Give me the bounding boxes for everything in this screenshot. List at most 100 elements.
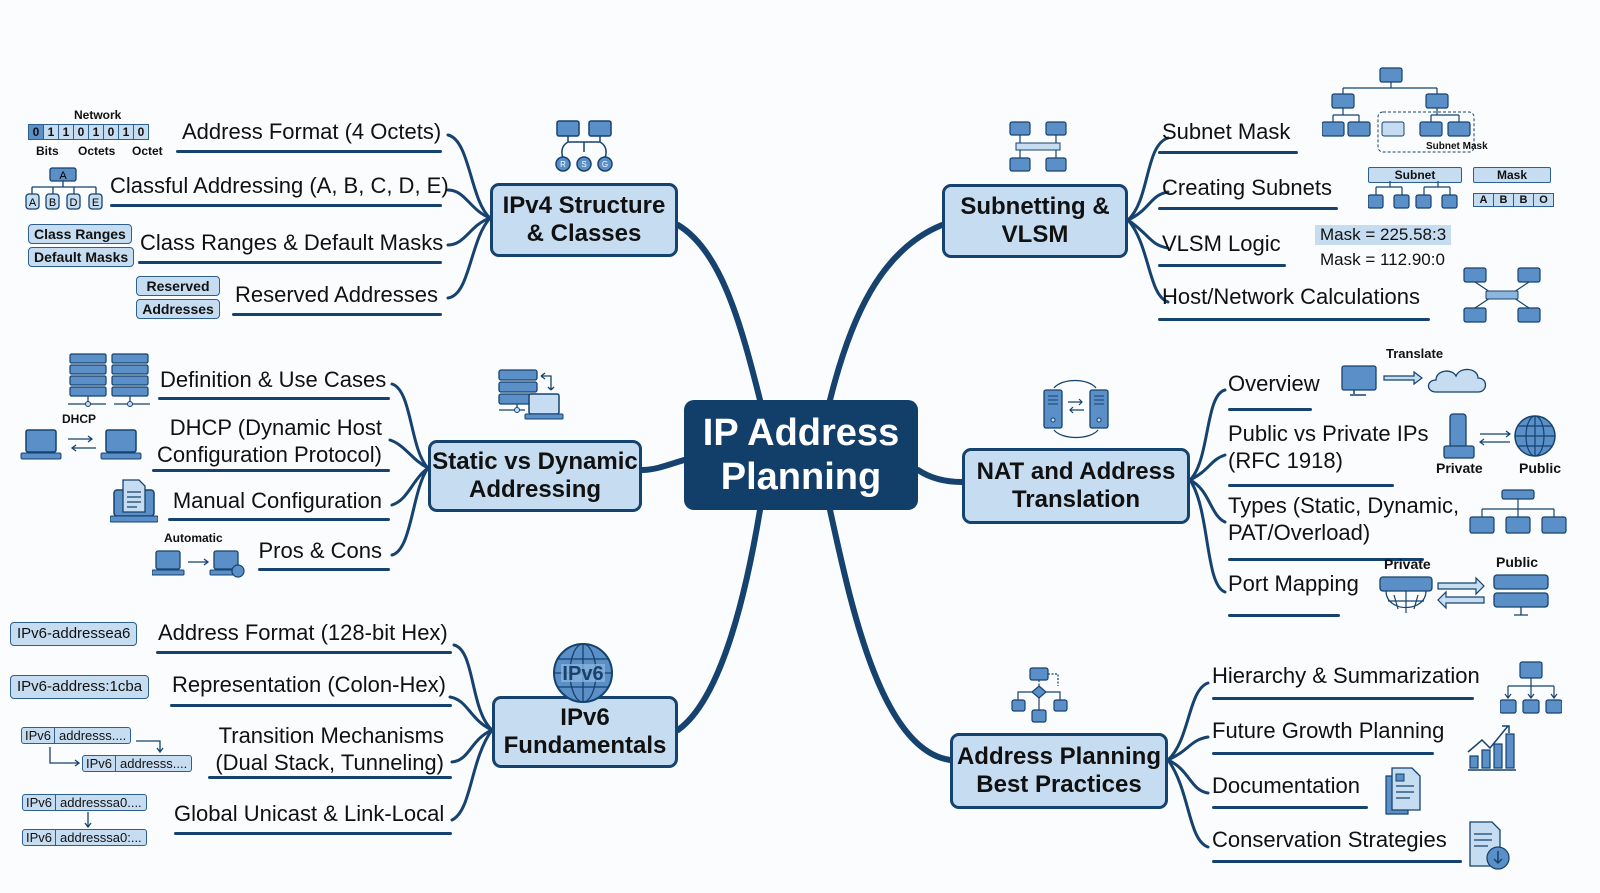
subnet-tree-icon xyxy=(1322,67,1475,153)
leaf-underline xyxy=(1228,484,1394,487)
subnet-children-icon xyxy=(1368,181,1458,209)
default-masks-tag: Default Masks xyxy=(28,247,135,267)
leaf-public-private-line1: Public vs Private IPs xyxy=(1228,421,1429,446)
bits-footer-octets: Octets xyxy=(78,144,116,158)
leaf-underline xyxy=(170,704,452,707)
leaf-dhcp[interactable]: DHCP (Dynamic Host Configuration Protoco… xyxy=(150,414,382,468)
leaf-reserved-addresses[interactable]: Reserved Addresses xyxy=(235,282,438,307)
ipv6-format-tag: IPv6-addressea6 xyxy=(10,622,138,646)
automatic-config-icon xyxy=(152,550,245,578)
leaf-public-private[interactable]: Public vs Private IPs (RFC 1918) xyxy=(1228,420,1429,474)
leaf-underline xyxy=(156,651,452,654)
manual-config-icon xyxy=(110,479,158,523)
leaf-transition-mechanisms[interactable]: Transition Mechanisms (Dual Stack, Tunne… xyxy=(206,722,444,776)
branch-best-title-line1: Address Planning xyxy=(956,743,1162,770)
leaf-future-growth[interactable]: Future Growth Planning xyxy=(1212,718,1445,743)
leaf-classful-addressing[interactable]: Classful Addressing (A, B, C, D, E) xyxy=(110,173,449,198)
leaf-host-network-calculations[interactable]: Host/Network Calculations xyxy=(1162,284,1420,309)
branch-static-dynamic[interactable]: Static vs Dynamic Addressing xyxy=(428,440,642,512)
leaf-nat-types-line2: PAT/Overload) xyxy=(1228,520,1371,545)
tag-value: addresssa0.... xyxy=(60,795,142,810)
branch-static-title-line2: Addressing xyxy=(468,476,602,503)
vlsm-mask-line1: Mask = 225.58:3 xyxy=(1315,225,1452,245)
leaf-underline xyxy=(158,397,390,400)
ipv6-transition-tag-2: IPv6 addresss.... xyxy=(82,755,193,772)
leaf-conservation-strategies[interactable]: Conservation Strategies xyxy=(1212,827,1447,852)
leaf-underline xyxy=(110,204,442,207)
port-public-label: Public xyxy=(1496,554,1539,570)
branch-ipv4-title-line2: & Classes xyxy=(526,220,642,247)
leaf-nat-types-line1: Types (Static, Dynamic, xyxy=(1228,493,1460,518)
leaf-underline xyxy=(152,469,390,472)
branch-nat[interactable]: NAT and Address Translation xyxy=(962,448,1190,524)
conservation-doc-icon xyxy=(1469,821,1510,870)
connector-central-static xyxy=(639,457,687,473)
growth-chart-icon xyxy=(1467,725,1516,771)
icon-label-g: G xyxy=(602,160,608,169)
branch-ipv4-title-line1: IPv4 Structure xyxy=(502,192,666,219)
leaf-port-mapping[interactable]: Port Mapping xyxy=(1228,571,1359,596)
class-child-label: D xyxy=(70,197,78,209)
leaf-documentation[interactable]: Documentation xyxy=(1212,773,1360,798)
leaf-underline xyxy=(168,518,390,521)
mask-cell: B xyxy=(1514,194,1534,206)
branch-subnetting[interactable]: Subnetting & VLSM xyxy=(942,184,1128,258)
host-network-icon xyxy=(1463,267,1541,323)
leaf-pros-cons[interactable]: Pros & Cons xyxy=(258,538,383,563)
leaf-representation[interactable]: Representation (Colon-Hex) xyxy=(172,672,446,697)
vlsm-mask-line2: Mask = 112.90:0 xyxy=(1320,250,1445,269)
server-laptop-icon xyxy=(498,369,564,420)
branch-subnetting-title-line2: VLSM xyxy=(1001,221,1069,248)
branch-best-practices[interactable]: Address Planning Best Practices xyxy=(950,733,1168,809)
addresses-tag: Addresses xyxy=(136,299,220,319)
branch-ipv6-title-line1: IPv6 xyxy=(560,704,610,731)
leaf-manual-configuration[interactable]: Manual Configuration xyxy=(172,488,382,513)
leaf-underline xyxy=(208,776,452,779)
central-title-line2: Planning xyxy=(720,456,882,498)
central-topic[interactable]: IP Address Planning xyxy=(684,400,918,510)
leaf-definition-use-cases[interactable]: Definition & Use Cases xyxy=(160,367,387,392)
ipv6-transition-tag-1: IPv6 addresss.... xyxy=(21,727,132,744)
ipv6-globe-text: IPv6 xyxy=(562,663,603,685)
bit-cell: 1 xyxy=(44,125,59,139)
bit-cell: 0 xyxy=(104,125,119,139)
mask-cell: B xyxy=(1494,194,1514,206)
leaf-global-unicast[interactable]: Global Unicast & Link-Local xyxy=(174,801,445,826)
leaf-underline xyxy=(1212,806,1368,809)
leaf-underline xyxy=(232,313,442,316)
icon-label-r: R xyxy=(560,160,566,169)
private-public-icon xyxy=(1443,413,1556,459)
leaf-vlsm-logic[interactable]: VLSM Logic xyxy=(1162,231,1281,256)
leaf-subnet-mask[interactable]: Subnet Mask xyxy=(1162,119,1291,144)
class-child-label: E xyxy=(92,197,99,209)
class-hierarchy-icon: A A B D E xyxy=(25,167,103,210)
bit-cell: 1 xyxy=(89,125,104,139)
leaf-hierarchy-summarization[interactable]: Hierarchy & Summarization xyxy=(1212,663,1480,688)
connector-central-subnetting xyxy=(827,222,945,403)
leaf-class-ranges[interactable]: Class Ranges & Default Masks xyxy=(140,230,444,255)
branch-ipv6[interactable]: IPv6 Fundamentals xyxy=(492,696,678,768)
leaf-underline xyxy=(1228,558,1424,561)
branch-ipv4[interactable]: IPv4 Structure & Classes xyxy=(490,183,678,257)
leaf-underline xyxy=(1158,151,1298,154)
documentation-icon xyxy=(1385,767,1421,815)
subnet-label-box: Subnet xyxy=(1368,167,1462,183)
class-child-label: B xyxy=(49,197,56,209)
leaf-underline xyxy=(1212,752,1434,755)
leaf-underline xyxy=(1158,318,1430,321)
bits-header-label: Network xyxy=(74,108,122,122)
branch-nat-title-line2: Translation xyxy=(1011,486,1140,513)
leaf-ipv6-address-format[interactable]: Address Format (128-bit Hex) xyxy=(158,620,448,645)
tag-value: addresss.... xyxy=(59,728,127,743)
leaf-dhcp-line2: Configuration Protocol) xyxy=(156,442,382,467)
class-child-label: A xyxy=(29,197,37,209)
subnet-network-icon xyxy=(1009,121,1067,172)
branch-nat-title-line1: NAT and Address xyxy=(976,458,1176,485)
subnet-mask-caption: Subnet Mask xyxy=(1426,141,1488,152)
class-ranges-tag: Class Ranges xyxy=(28,224,132,244)
leaf-address-format[interactable]: Address Format (4 Octets) xyxy=(182,119,442,144)
server-swap-icon xyxy=(1043,379,1109,439)
leaf-creating-subnets[interactable]: Creating Subnets xyxy=(1162,175,1332,200)
leaf-nat-types[interactable]: Types (Static, Dynamic, PAT/Overload) xyxy=(1228,492,1459,546)
leaf-nat-overview[interactable]: Overview xyxy=(1228,371,1320,396)
